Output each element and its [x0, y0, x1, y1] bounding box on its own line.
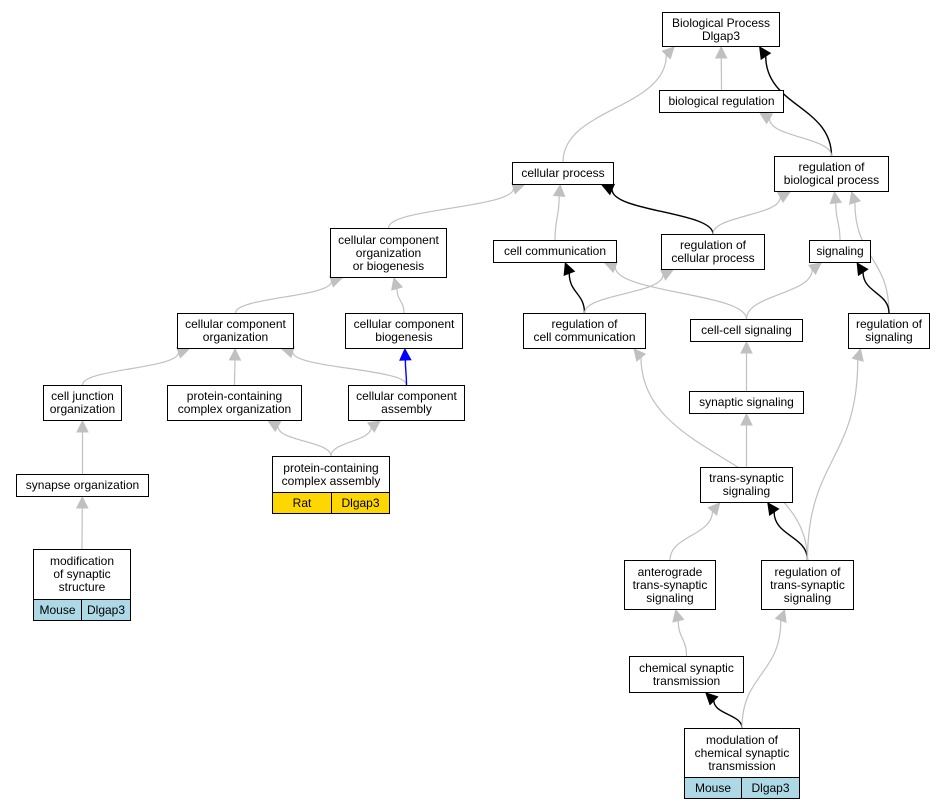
tag-gene: Dlgap3 — [82, 599, 131, 621]
node-protein-containing-complex-assembly[interactable]: protein-containing complex assembly — [272, 456, 390, 493]
node-cell-cell-signaling[interactable]: cell-cell signaling — [690, 319, 803, 342]
edge-regulation_of_signaling-to-signaling — [862, 272, 890, 314]
arrowhead-regulation_of_cell_communication-to-cell_communication — [563, 261, 576, 276]
edge-regulation_tss-to-trans_synaptic_signaling — [773, 512, 809, 561]
arrowhead-regulation_of_signaling-to-signaling — [856, 262, 869, 277]
arrowhead-regulation_tss-to-regulation_of_signaling — [851, 347, 864, 362]
arrowhead-regulation_of_signaling-to-regulation_of_biological_process — [848, 190, 862, 205]
node-modification-of-synaptic-structure[interactable]: modification of synaptic structure — [33, 549, 131, 600]
edge-modulation_cst-to-chemical_synaptic_transmission — [713, 700, 743, 729]
arrowhead-anterograde_tss-to-trans_synaptic_signaling — [707, 502, 721, 516]
arrowhead-trans_synaptic_signaling-to-synaptic_signaling — [740, 412, 753, 426]
edge-regulation_tss-to-regulation_of_signaling — [806, 359, 859, 561]
edge-ccob-to-cellular_process — [387, 188, 515, 229]
edge-regulation_of_cellular_process-to-cellular_process — [611, 189, 714, 235]
node-cell-junction-organization[interactable]: cell junction organization — [43, 385, 122, 421]
node-bp-root[interactable]: Biological Process Dlgap3 — [662, 12, 780, 47]
tag-gene: Dlgap3 — [742, 777, 800, 799]
arrowhead-modulation_cst-to-chemical_synaptic_transmission — [705, 692, 719, 706]
edge-cellular_process-to-bp_root — [562, 54, 667, 163]
arrowhead-biological_regulation-to-bp_root — [714, 45, 728, 59]
arrowhead-regulation_of_cellular_process-to-regulation_of_biological_process — [776, 191, 792, 204]
tag-gene: Dlgap3 — [332, 492, 390, 514]
node-signaling[interactable]: signaling — [809, 240, 871, 263]
edge-regulation_of_signaling-to-regulation_of_biological_process — [854, 202, 890, 314]
arrowhead-cell_cell_signaling-to-cell_communication — [603, 261, 619, 274]
tag-row-rat: Rat Dlgap3 — [272, 492, 390, 514]
edge-regulation_of_cell_communication-to-regulation_of_cellular_process — [583, 274, 664, 314]
node-regulation-of-biological-process[interactable]: regulation of biological process — [774, 156, 889, 192]
edge-pc_complex_assembly-to-cc_assembly — [330, 427, 372, 457]
edge-pc_complex_assembly-to-pc_complex_organization — [277, 426, 332, 457]
node-regulation-of-cell-communication[interactable]: regulation of cell communication — [523, 313, 646, 349]
arrowhead-modulation_cst-to-regulation_tss — [774, 608, 787, 623]
edge-cc_organization-to-ccob — [234, 281, 333, 314]
node-cellular-component-organization-or-biogenesis[interactable]: cellular component organization or bioge… — [330, 228, 447, 278]
arrowhead-cell_communication-to-cellular_process — [552, 183, 566, 198]
edge-regulation_of_cell_communication-to-cell_communication — [568, 273, 586, 314]
edge-modulation_cst-to-regulation_tss — [741, 620, 782, 729]
arrowhead-synapse_organization-to-cell_junction_organization — [76, 419, 89, 433]
tag-row-mouse-synaptic-structure: Mouse Dlgap3 — [33, 599, 131, 621]
arrowhead-signaling-to-regulation_of_biological_process — [829, 190, 843, 205]
node-modulation-of-chemical-synaptic-transmission[interactable]: modulation of chemical synaptic transmis… — [684, 728, 800, 778]
edge-regulation_tss-to-regulation_of_cell_communication — [640, 357, 809, 561]
arrowhead-regulation_tss-to-regulation_of_cell_communication — [633, 348, 647, 362]
node-regulation-of-cellular-process[interactable]: regulation of cellular process — [661, 234, 765, 270]
arrowhead-pc_complex_assembly-to-pc_complex_organization — [267, 420, 282, 433]
edge-cell_communication-to-cellular_process — [554, 195, 560, 241]
node-cell-communication[interactable]: cell communication — [493, 240, 617, 263]
arrowhead-modification_synaptic_structure-to-synapse_organization — [75, 495, 89, 509]
edge-cell_cell_signaling-to-cell_communication — [614, 266, 748, 320]
tag-species: Rat — [272, 492, 332, 514]
arrowhead-cc_biogenesis-to-ccob — [391, 276, 404, 291]
arrowhead-cc_assembly-to-cc_biogenesis — [399, 347, 412, 361]
arrowhead-regulation_tss-to-trans_synaptic_signaling — [767, 502, 780, 517]
edge-regulation_of_biological_process-to-bp_root — [765, 56, 833, 157]
node-anterograde-trans-synaptic-signaling[interactable]: anterograde trans-synaptic signaling — [624, 560, 716, 610]
arrowhead-chemical_synaptic_transmission-to-anterograde_tss — [672, 608, 685, 623]
edge-cell_junction_organization-to-cc_organization — [81, 352, 180, 386]
edge-regulation_of_biological_process-to-biological_regulation — [768, 118, 833, 157]
node-cellular-component-biogenesis[interactable]: cellular component biogenesis — [345, 313, 463, 349]
arrowhead-pc_complex_assembly-to-cc_assembly — [367, 420, 381, 433]
edge-cell_cell_signaling-to-signaling — [745, 269, 813, 320]
edge-chemical_synaptic_transmission-to-anterograde_tss — [677, 620, 688, 657]
arrowhead-regulation_of_biological_process-to-biological_regulation — [759, 112, 774, 125]
edge-regulation_of_cellular_process-to-regulation_of_biological_process — [712, 197, 781, 235]
node-cellular-component-assembly[interactable]: cellular component assembly — [348, 385, 465, 421]
edge-cc_assembly-to-cc_organization — [291, 351, 408, 386]
node-protein-containing-complex-organization[interactable]: protein-containing complex organization — [167, 385, 302, 421]
node-trans-synaptic-signaling[interactable]: trans-synaptic signaling — [700, 467, 793, 503]
arrowhead-synaptic_signaling-to-cell_cell_signaling — [740, 340, 753, 354]
node-regulation-of-signaling[interactable]: regulation of signaling — [848, 313, 930, 349]
arrowhead-pc_complex_organization-to-cc_organization — [228, 347, 242, 361]
node-cellular-process[interactable]: cellular process — [512, 162, 614, 185]
node-synaptic-signaling[interactable]: synaptic signaling — [689, 391, 804, 414]
node-regulation-of-trans-synaptic-signaling[interactable]: regulation of trans-synaptic signaling — [761, 560, 854, 610]
node-biological-regulation[interactable]: biological regulation — [659, 90, 784, 113]
arrowhead-regulation_of_biological_process-to-bp_root — [759, 46, 772, 61]
edge-anterograde_tss-to-trans_synaptic_signaling — [669, 511, 714, 561]
arrowhead-cellular_process-to-bp_root — [661, 46, 675, 60]
edge-signaling-to-regulation_of_biological_process — [835, 202, 841, 241]
node-synapse-organization[interactable]: synapse organization — [16, 474, 149, 497]
tag-species: Mouse — [684, 777, 742, 799]
tag-row-mouse-modulation: Mouse Dlgap3 — [684, 777, 800, 799]
node-cellular-component-organization[interactable]: cellular component organization — [177, 313, 294, 349]
edge-cc_assembly-to-cc_biogenesis — [404, 359, 408, 386]
tag-species: Mouse — [33, 599, 82, 621]
edge-cc_biogenesis-to-ccob — [396, 288, 405, 314]
arrowhead-cell_cell_signaling-to-signaling — [808, 262, 822, 275]
node-chemical-synaptic-transmission[interactable]: chemical synaptic transmission — [629, 656, 744, 693]
